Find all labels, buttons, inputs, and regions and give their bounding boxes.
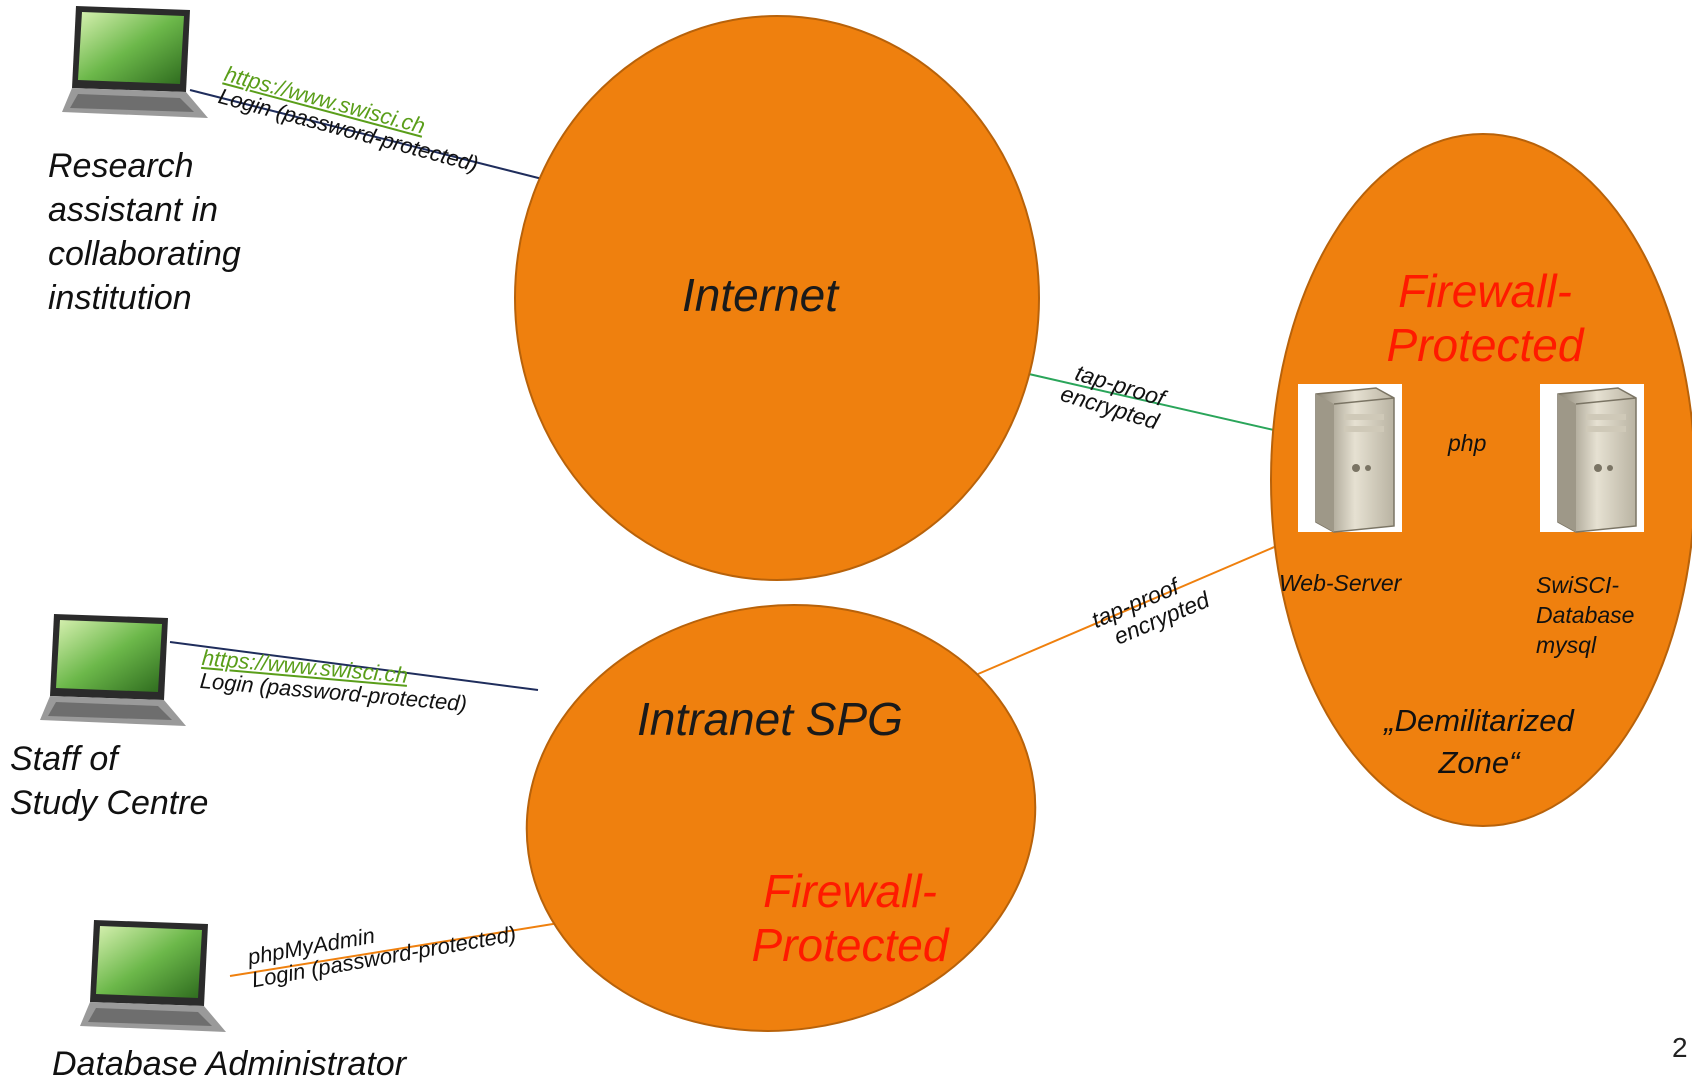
- dmz-zone-label: „Demilitarized Zone“: [1384, 703, 1574, 780]
- dmz-cloud: [1270, 133, 1692, 827]
- server-icon: [1297, 383, 1403, 533]
- intranet-cloud: [525, 604, 1037, 1032]
- laptop-icon: [62, 6, 208, 118]
- admin-client-label: Database Administrator: [52, 1045, 407, 1083]
- web-server-label: Web-Server: [1279, 570, 1402, 596]
- intranet-label: Intranet SPG: [637, 693, 903, 745]
- internet-webserver-line: [984, 363, 1301, 437]
- research-client-label: Research assistant in collaborating inst…: [48, 147, 241, 317]
- dmz-firewall-label: Firewall- Protected: [1386, 265, 1584, 371]
- internet-cloud: [514, 15, 1040, 581]
- php-link-label: php: [1448, 430, 1487, 456]
- intranet-firewall-label: Firewall- Protected: [751, 865, 949, 971]
- research-internet-line: [189, 89, 571, 187]
- laptop-icon: [40, 614, 186, 726]
- laptop-icon: [80, 920, 226, 1032]
- internet-label: Internet: [682, 269, 838, 321]
- staff-intranet-line: [169, 641, 539, 691]
- intranet-webserver-line: [977, 523, 1329, 675]
- admin-intranet-line: [229, 917, 591, 977]
- staff-client-label: Staff of Study Centre: [10, 740, 209, 822]
- page-number: 2: [1672, 1032, 1688, 1063]
- database-label: SwiSCI- Database mysql: [1536, 572, 1635, 658]
- server-icon: [1539, 383, 1645, 533]
